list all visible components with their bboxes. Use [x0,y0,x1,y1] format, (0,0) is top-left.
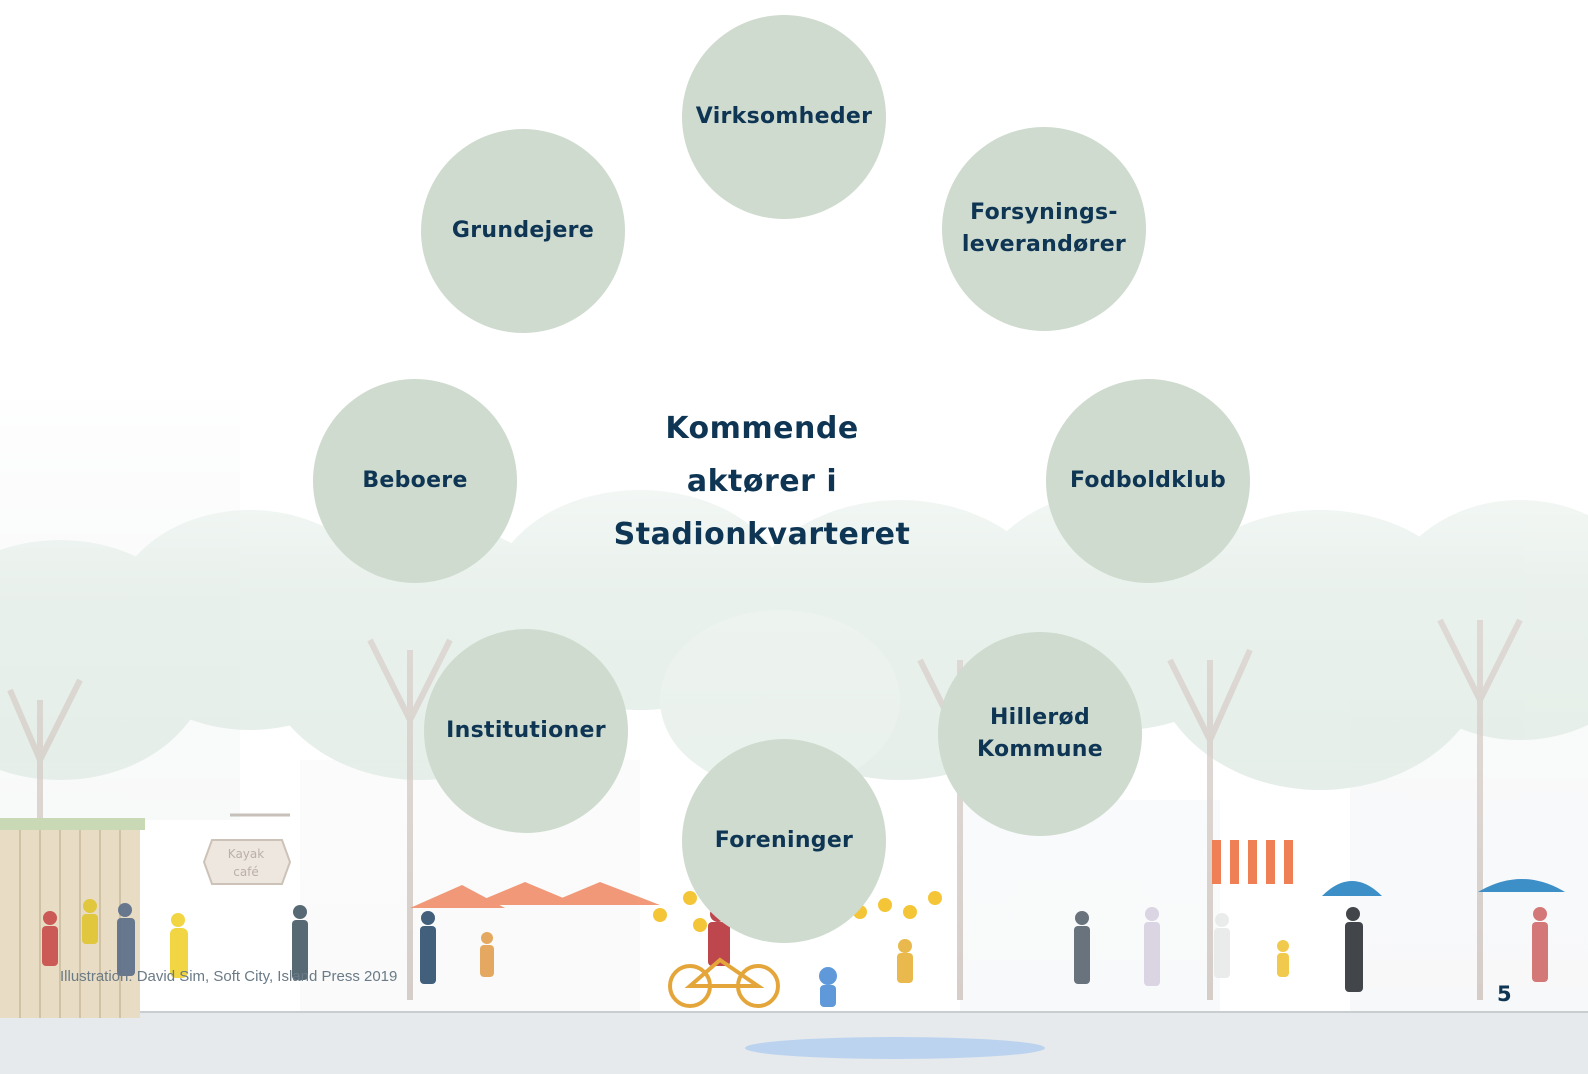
node-label-line: Institutioner [446,718,606,743]
node-label: Grundejere [452,215,594,247]
node-label: Foreninger [715,825,853,857]
sign-line-2: café [233,865,259,879]
node-label-line: Kommune [977,737,1103,762]
node-label: Virksomheder [696,101,873,133]
node-foreninger: Foreninger [682,739,886,943]
node-label-line: Grundejere [451,218,595,243]
center-title-line: Kommende [665,411,859,446]
node-label-line: Beboere [362,468,468,493]
node-virksomheder: Virksomheder [682,15,886,219]
node-label: Fodboldklub [1070,465,1226,497]
node-label-line: Fodboldklub [1069,468,1227,493]
node-label-line: Forsynings- [970,200,1118,225]
node-fodboldklub: Fodboldklub [1046,379,1250,583]
node-institutioner: Institutioner [424,629,628,833]
sunflowers [653,891,942,932]
sign-line-1: Kayak [228,847,264,861]
puddle [745,1037,1045,1059]
node-hillerod-kommune: Hillerød Kommune [938,632,1142,836]
node-label: Forsynings- leverandører [962,197,1126,261]
illustration-credit: Illustration: David Sim, Soft City, Isla… [60,968,398,985]
striped-awning [1212,840,1302,884]
bicycle [668,957,780,1008]
node-label: Beboere [362,465,467,497]
node-label: Hillerød Kommune [977,702,1103,766]
kayak-cafe-sign: Kayak café [202,813,292,885]
node-forsyningsleverandorer: Forsynings- leverandører [942,127,1146,331]
node-label-line: Foreninger [714,828,854,853]
node-beboere: Beboere [313,379,517,583]
center-title-line: aktører i [686,464,838,499]
node-label-line: Virksomheder [695,104,873,129]
center-title-line: Stadionkvarteret [613,517,911,552]
page-number: 5 [1497,982,1512,1006]
diagram-center-title: Kommende aktører i Stadionkvarteret [600,402,924,561]
cafe-umbrellas [410,882,660,908]
kiosk [0,818,145,1018]
node-label-line: leverandører [961,232,1127,257]
node-grundejere: Grundejere [421,129,625,333]
node-label-line: Hillerød [989,705,1091,730]
people [42,899,1548,1007]
node-label: Institutioner [446,715,606,747]
blue-umbrellas [1322,879,1565,896]
